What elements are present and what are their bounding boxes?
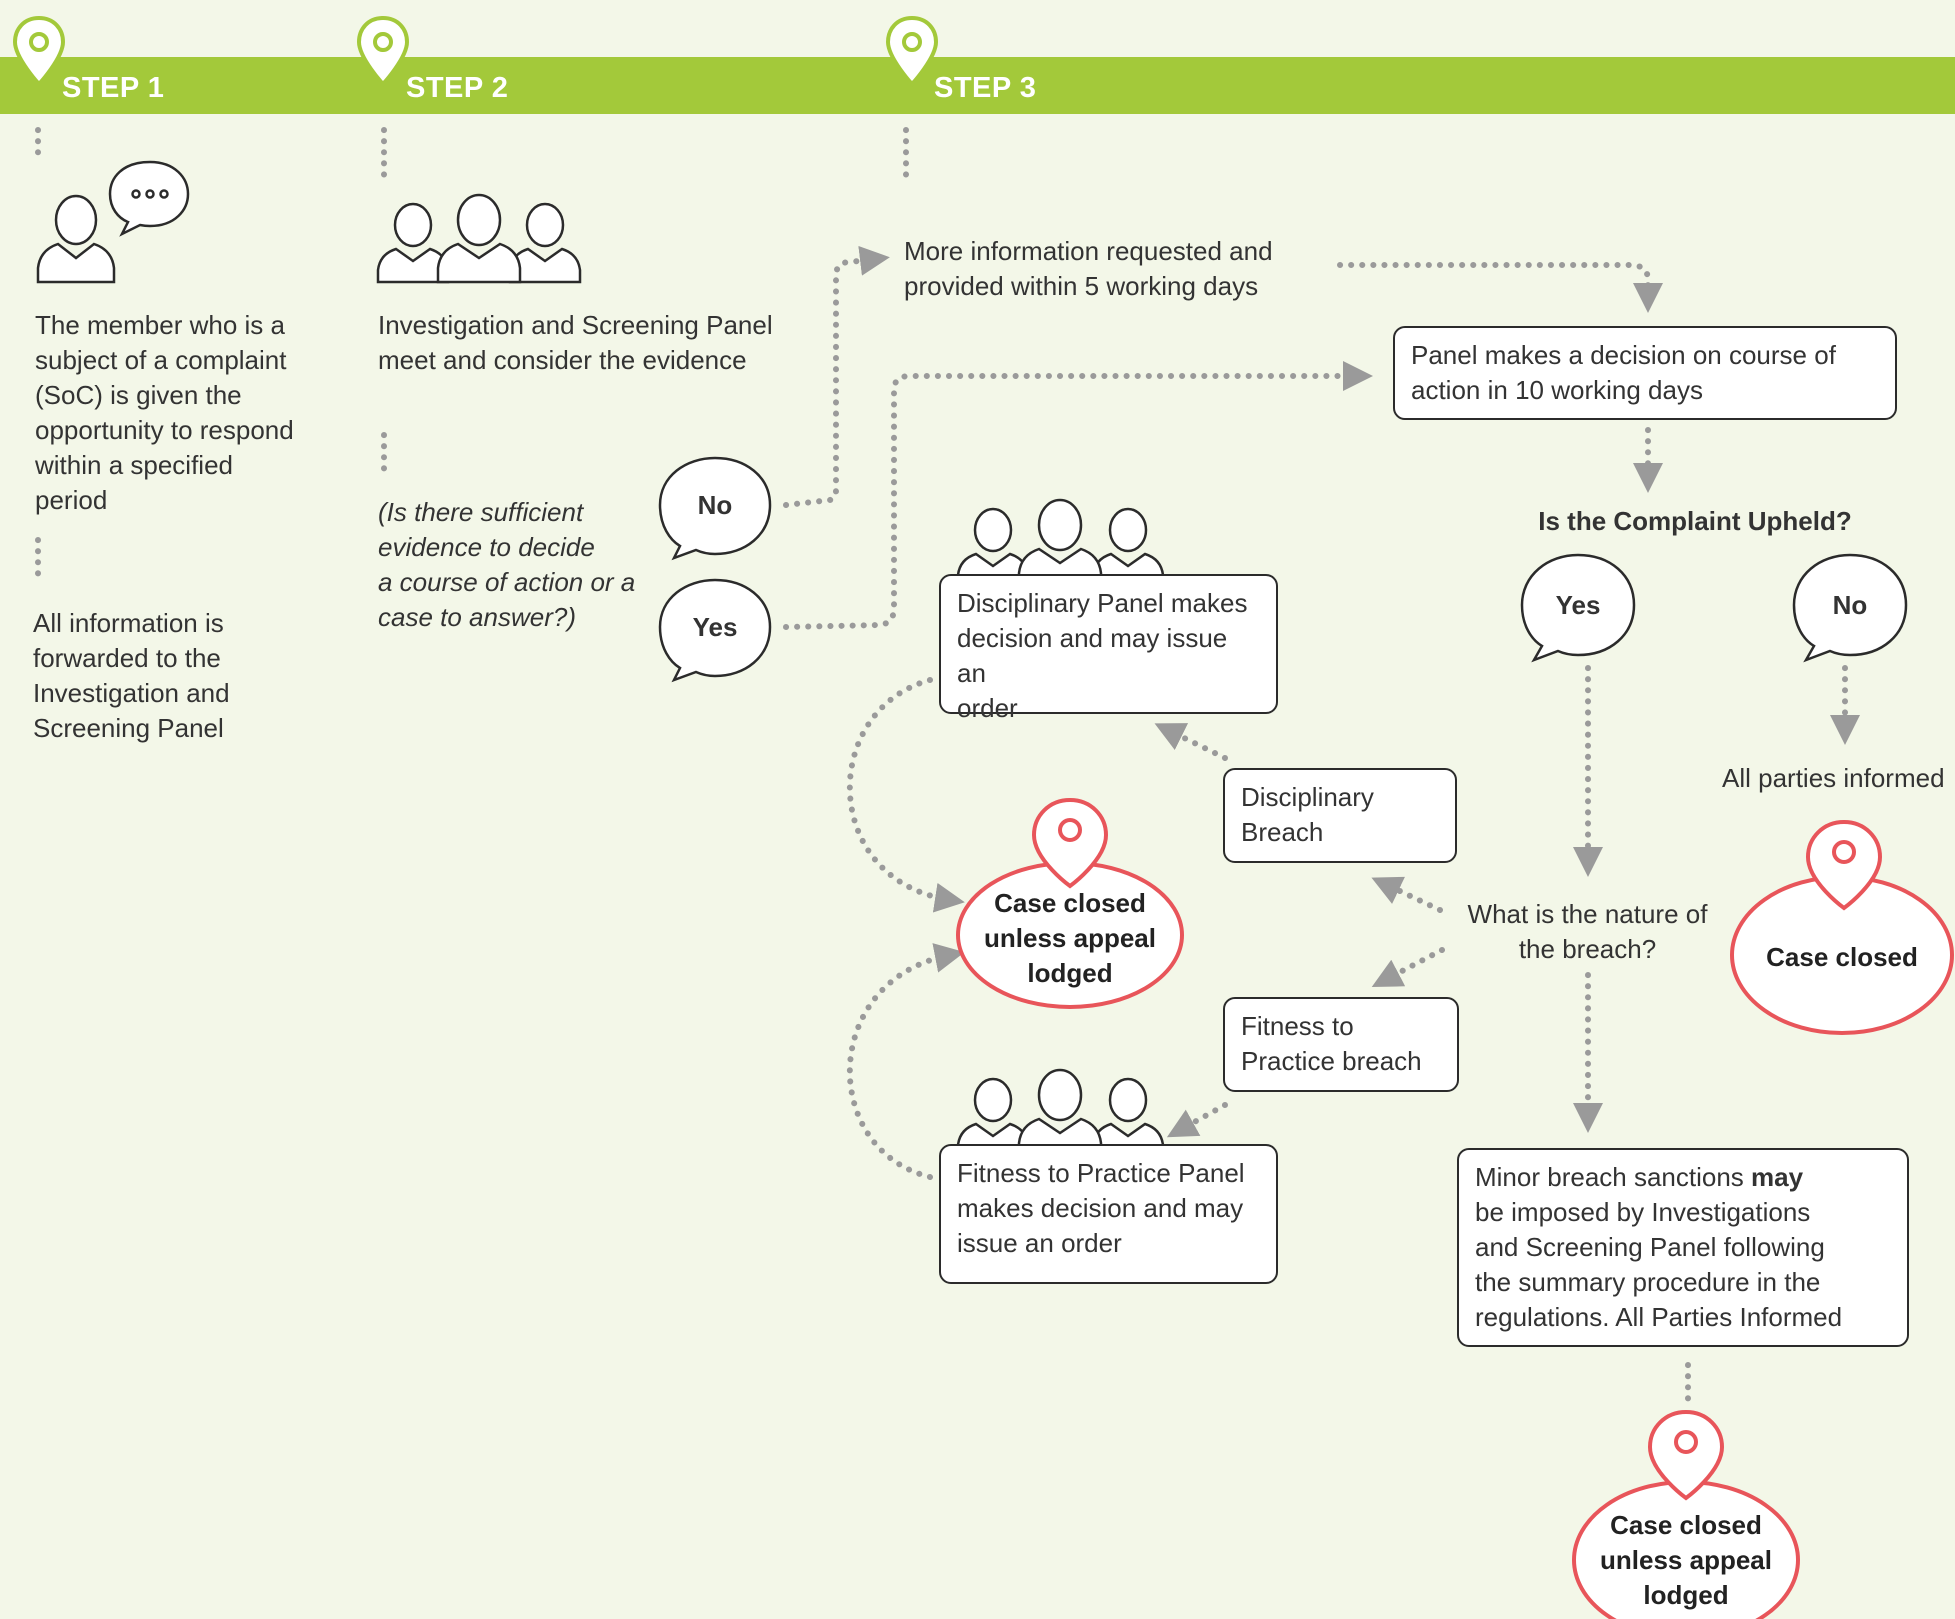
no-bubble-label: No	[697, 490, 733, 520]
minor-breach-emphasis: may	[1751, 1162, 1804, 1192]
fitness-breach-box: Fitness to Practice breach	[1223, 997, 1459, 1092]
breach-nature-question: What is the nature of the breach?	[1467, 899, 1708, 964]
step2-question-text: (Is there sufficient evidence to decide …	[378, 497, 636, 632]
minor-breach-text-2: be imposed by Investigations and Screeni…	[1475, 1197, 1843, 1332]
case-closed-label: Case closed	[1766, 942, 1918, 972]
speech-bubble-icon	[1792, 553, 1908, 663]
people-group-icon	[376, 193, 582, 284]
all-parties-text: All parties informed	[1722, 763, 1945, 793]
upheld-question: Is the Complaint Upheld?	[1538, 506, 1852, 536]
step-1-label: STEP 1	[62, 72, 165, 104]
panel-decision-box: Panel makes a decision on course of acti…	[1393, 326, 1897, 420]
location-pin-icon	[1031, 797, 1883, 1501]
disciplinary-breach-box: Disciplinary Breach	[1223, 768, 1457, 863]
speech-bubble-icon	[658, 456, 772, 561]
upheld-yes-label: Yes	[1555, 590, 1601, 620]
person-speech-icon	[36, 160, 190, 284]
location-pin-icon	[356, 15, 410, 87]
minor-breach-box: Minor breach sanctions may be imposed by…	[1457, 1148, 1909, 1347]
step2-meeting-text: Investigation and Screening Panel meet a…	[378, 310, 773, 375]
location-pin-icon	[885, 15, 939, 87]
disciplinary-panel-box: Disciplinary Panel makes decision and ma…	[939, 574, 1278, 723]
case-closed-appeal-label-2: Case closed unless appeal lodged	[1600, 1510, 1772, 1610]
fitness-panel-box: Fitness to Practice Panel makes decision…	[939, 1144, 1278, 1284]
step-2-label: STEP 2	[406, 72, 509, 104]
case-closed-appeal-label: Case closed unless appeal lodged	[984, 888, 1156, 988]
step-banner	[0, 57, 1955, 114]
speech-bubble-icon	[658, 578, 772, 683]
more-info-text: More information requested and provided …	[904, 236, 1273, 301]
yes-bubble-label: Yes	[692, 612, 738, 642]
speech-bubble-icon	[1520, 553, 1636, 663]
upheld-no-label: No	[1832, 590, 1868, 620]
step-3-label: STEP 3	[934, 72, 1037, 104]
step1-response-text: The member who is a subject of a complai…	[35, 310, 294, 515]
location-pin-icon	[12, 15, 66, 87]
step1-forward-text: All information is forwarded to the Inve…	[33, 608, 230, 743]
minor-breach-text-1: Minor breach sanctions	[1475, 1162, 1752, 1192]
